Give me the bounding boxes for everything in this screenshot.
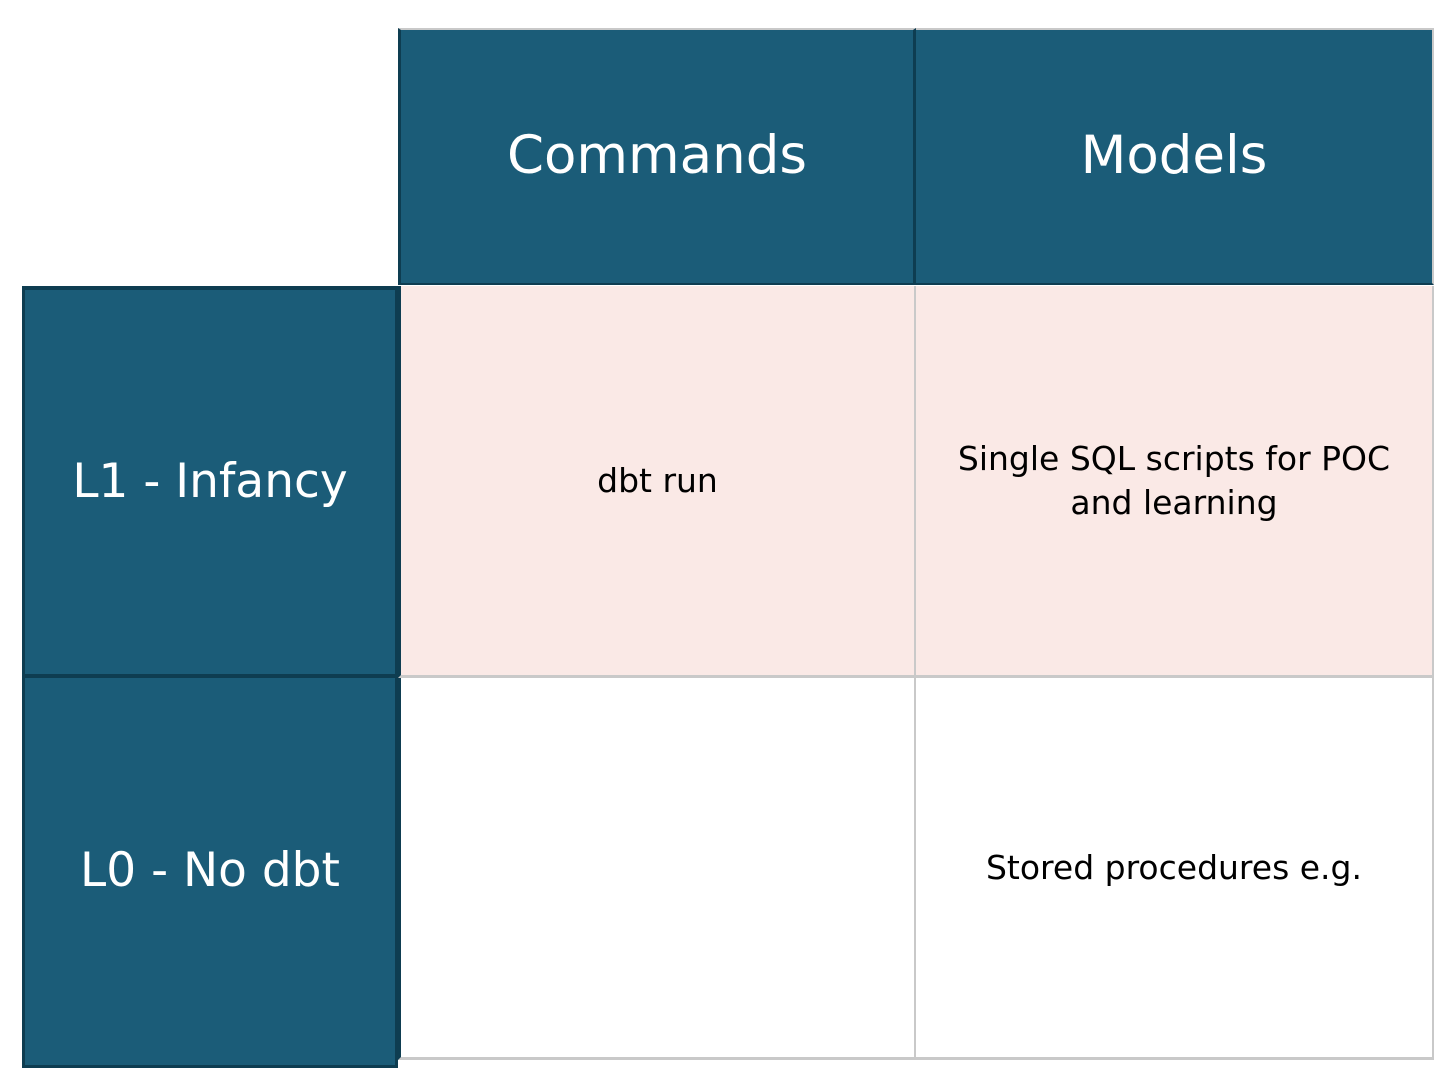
row-header-l1-label: L1 - Infancy <box>72 453 348 509</box>
row-header-l1: L1 - Infancy <box>22 286 398 678</box>
cell-l0-models-text: Stored procedures e.g. <box>985 847 1362 887</box>
cell-l1-commands: dbt run <box>398 286 916 678</box>
row-header-l0-label: L0 - No dbt <box>80 843 340 899</box>
column-header-models-label: Models <box>1080 125 1268 187</box>
column-header-models: Models <box>916 28 1434 285</box>
cell-l1-models-text: Single SQL scripts for POC and learning <box>957 438 1391 522</box>
row-header-l0: L0 - No dbt <box>22 678 398 1068</box>
cell-l0-commands <box>398 678 916 1060</box>
column-header-commands-label: Commands <box>506 125 807 187</box>
column-header-commands: Commands <box>398 28 916 285</box>
cell-l1-commands-text: dbt run <box>597 460 718 500</box>
cell-l1-models: Single SQL scripts for POC and learning <box>916 286 1434 678</box>
cell-l0-models: Stored procedures e.g. <box>916 678 1434 1060</box>
